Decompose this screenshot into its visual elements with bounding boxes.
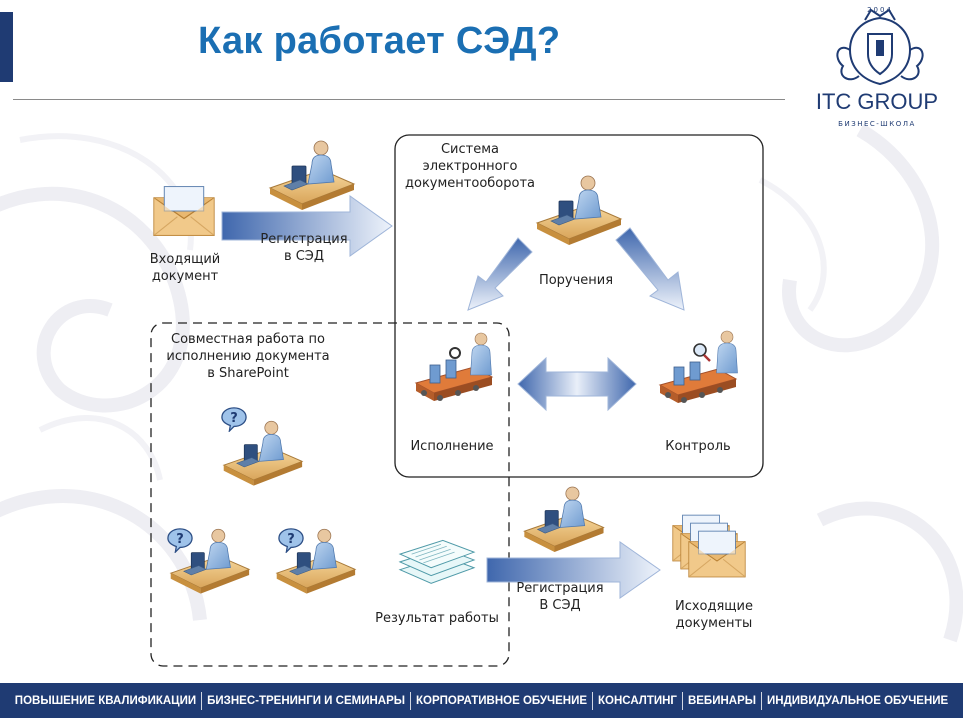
logo-subtitle: БИЗНЕС-ШКОЛА: [838, 120, 916, 128]
execution-label: Исполнение: [410, 439, 494, 454]
arrow-to-execution: [467, 237, 533, 311]
logo-brand: ITC GROUP: [816, 89, 938, 114]
itc-group-logo: 2004 ITC GROUP БИЗНЕС-ШКОЛА: [816, 6, 938, 128]
footer-menu: ПОВЫШЕНИЕ КВАЛИФИКАЦИИ БИЗНЕС-ТРЕНИНГИ И…: [0, 683, 963, 718]
arrow-registration-out: [486, 541, 661, 599]
registrar-out-workstation-icon: [523, 486, 605, 552]
control-label: Контроль: [665, 439, 731, 454]
footer-bar: ПОВЫШЕНИЕ КВАЛИФИКАЦИИ БИЗНЕС-ТРЕНИНГИ И…: [0, 683, 963, 718]
system-box-label: Система электронного документооборота: [405, 142, 535, 191]
footer-separator: [201, 691, 203, 710]
collaboration-box-label: Совместная работа по исполнению документ…: [166, 332, 330, 381]
collab-workstation-1-icon: [223, 420, 303, 486]
question-bubble-3-icon: [278, 528, 304, 553]
magnifier-icon: [693, 343, 711, 362]
gear-icon: [449, 347, 461, 359]
question-bubble-2-icon: [167, 528, 193, 553]
background-ornament: [0, 123, 963, 643]
arrow-registration-in: [221, 195, 393, 257]
registration-out-label: Регистрация В СЭД: [516, 581, 604, 613]
document-stack-icon: [399, 539, 475, 584]
logo-emblem-icon: [836, 8, 924, 86]
manager-workstation-icon: [536, 175, 622, 246]
collaboration-box-frame: [150, 322, 510, 667]
incoming-envelope-icon: [153, 185, 215, 237]
arrow-to-control: [615, 227, 685, 311]
work-result-label: Результат работы: [375, 611, 499, 626]
logo-year: 2004: [867, 6, 893, 14]
question-bubble-1-icon: [221, 407, 247, 432]
registrar-workstation-icon: [269, 140, 355, 210]
execution-worker-icon: [470, 332, 492, 376]
footer-item-corporate[interactable]: КОРПОРАТИВНОЕ ОБУЧЕНИЕ: [416, 694, 588, 707]
footer-item-trainings[interactable]: БИЗНЕС-ТРЕНИНГИ И СЕМИНАРЫ: [207, 694, 405, 707]
system-box-frame: [394, 134, 764, 478]
footer-item-qualification[interactable]: ПОВЫШЕНИЕ КВАЛИФИКАЦИИ: [14, 694, 197, 707]
footer-item-webinars[interactable]: ВЕБИНАРЫ: [687, 694, 756, 707]
orders-label: Поручения: [538, 273, 614, 288]
footer-separator: [410, 691, 411, 710]
registration-in-label: Регистрация в СЭД: [260, 232, 348, 264]
footer-separator: [681, 691, 683, 710]
arrow-execution-control: [517, 356, 637, 412]
footer-separator: [592, 691, 594, 710]
control-worker-icon: [716, 330, 738, 374]
header-divider: [13, 99, 785, 100]
footer-item-consulting[interactable]: КОНСАЛТИНГ: [598, 694, 677, 707]
incoming-document-label: Входящий документ: [149, 252, 221, 284]
slide-title: Как работает СЭД?: [198, 20, 561, 62]
workflow-diagram: ?: [150, 134, 764, 667]
footer-separator: [761, 691, 762, 710]
outgoing-documents-label: Исходящие документы: [674, 599, 754, 631]
header-accent-bar: [0, 12, 13, 82]
footer-item-individual[interactable]: ИНДИВИДУАЛЬНОЕ ОБУЧЕНИЕ: [767, 694, 949, 707]
